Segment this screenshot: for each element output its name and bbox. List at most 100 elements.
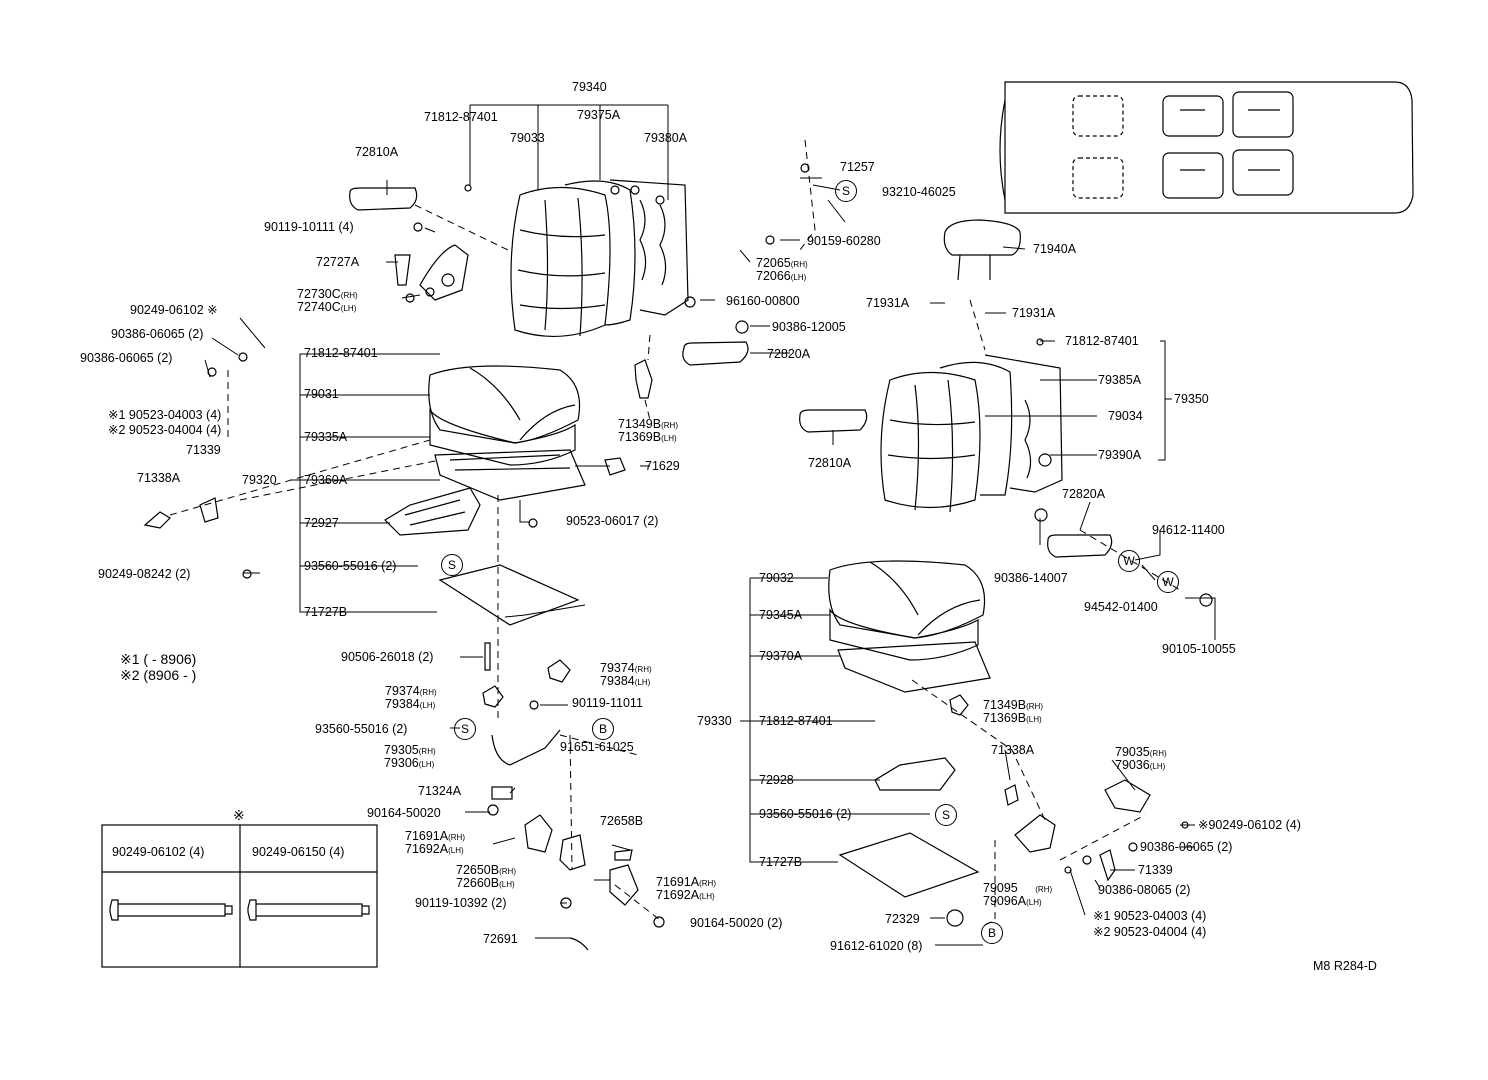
part-label: 72740C(LH) xyxy=(297,300,357,314)
left-recliner-drawing xyxy=(394,244,469,301)
part-label: 79380A xyxy=(644,131,688,145)
part-label: 71349B(RH) xyxy=(618,417,678,431)
part-label: 90506-26018 (2) xyxy=(341,650,434,664)
right-seat-shield-drawing xyxy=(874,757,956,791)
part-label: 94612-11400 xyxy=(1152,523,1225,537)
part-label: 71324A xyxy=(418,784,462,798)
part-label: ※90249-06102 (4) xyxy=(1198,818,1301,832)
right-headrest-drawing xyxy=(943,219,1021,281)
part-label: 72820A xyxy=(1062,487,1106,501)
part-label: 71369B(LH) xyxy=(618,430,677,444)
part-label: 72810A xyxy=(355,145,399,159)
part-label: 72820A xyxy=(767,347,811,361)
part-label: 91612-61020 (8) xyxy=(830,939,923,953)
part-label: 72927 xyxy=(304,516,339,530)
part-label: 72727A xyxy=(316,255,360,269)
part-label: 79305(RH) xyxy=(384,743,436,757)
bolt-table-col1: 90249-06102 (4) xyxy=(112,845,205,859)
part-label: 79035(RH) xyxy=(1115,745,1167,759)
part-label: 72691 xyxy=(483,932,518,946)
part-label: 71257 xyxy=(840,160,875,174)
part-label: 71339 xyxy=(186,443,221,457)
part-label: 71727B xyxy=(304,605,348,619)
left-seat-cushion-drawing xyxy=(428,365,586,501)
part-label: 90249-06102 ※ xyxy=(130,303,218,317)
part-label: 90523-06017 (2) xyxy=(566,514,659,528)
leader-lines xyxy=(204,104,1216,946)
part-label: 71940A xyxy=(1033,242,1077,256)
part-label: 90159-60280 xyxy=(807,234,881,248)
circle-b-symbol: B xyxy=(981,922,1003,944)
right-seatback-drawing xyxy=(880,354,1063,513)
left-small-parts-drawing xyxy=(143,359,653,951)
part-label: 94542-01400 xyxy=(1084,600,1158,614)
part-label: ※2 90523-04004 (4) xyxy=(1093,925,1207,939)
part-label: 93560-55016 (2) xyxy=(315,722,408,736)
part-label: 79360A xyxy=(304,473,348,487)
part-label: 90164-50020 (2) xyxy=(690,916,783,930)
part-label: 71812-87401 xyxy=(1065,334,1139,348)
part-label: 72660B(LH) xyxy=(456,876,515,890)
footer-code: M8 R284-D xyxy=(1313,959,1377,973)
part-label: 71629 xyxy=(645,459,680,473)
part-label: 79330 xyxy=(697,714,732,728)
part-label: 79335A xyxy=(304,430,348,444)
part-label: 71339 xyxy=(1138,863,1173,877)
part-label: 72066(LH) xyxy=(756,269,807,283)
part-label: 79350 xyxy=(1174,392,1209,406)
part-label: 93560-55016 (2) xyxy=(759,807,852,821)
part-label: 79384(LH) xyxy=(385,697,436,711)
bolt-table-header: ※ xyxy=(233,807,245,823)
circle-w-symbol: W xyxy=(1118,550,1140,572)
part-label: 79375A xyxy=(577,108,621,122)
part-label: 71691A(RH) xyxy=(656,875,716,889)
part-label: 71727B xyxy=(759,855,803,869)
part-label: 90386-08065 (2) xyxy=(1098,883,1191,897)
part-label: 71931A xyxy=(866,296,910,310)
part-label: 79370A xyxy=(759,649,803,663)
part-label: 90386-14007 xyxy=(994,571,1068,585)
part-label: 93560-55016 (2) xyxy=(304,559,397,573)
right-floor-mat-drawing xyxy=(838,832,980,898)
part-label: 90105-10055 xyxy=(1162,642,1236,656)
part-label: 71692A(LH) xyxy=(656,888,715,902)
part-label: 93210-46025 xyxy=(882,185,956,199)
part-label: 71812-87401 xyxy=(304,346,378,360)
right-seat-cushion-drawing xyxy=(828,560,991,693)
right-armrest-drawing xyxy=(799,409,1113,558)
part-label: 72810A xyxy=(808,456,852,470)
part-label: 79340 xyxy=(572,80,607,94)
bolt-drawings xyxy=(109,899,370,921)
part-label: 90386-12005 xyxy=(772,320,846,334)
bolt-table-lines xyxy=(101,824,378,968)
part-label: 72730C(RH) xyxy=(297,287,358,301)
part-label: ※2 90523-04004 (4) xyxy=(108,423,222,437)
part-label: 79033 xyxy=(510,131,545,145)
part-label: 71369B(LH) xyxy=(983,711,1042,725)
part-label: 96160-00800 xyxy=(726,294,800,308)
part-label: 79374(RH) xyxy=(600,661,652,675)
part-label: 72658B xyxy=(600,814,644,828)
left-seat-shield-drawing xyxy=(384,487,481,536)
part-label: 71349B(RH) xyxy=(983,698,1043,712)
part-label: 79036(LH) xyxy=(1115,758,1166,772)
part-label: 79390A xyxy=(1098,448,1142,462)
part-label: 90249-08242 (2) xyxy=(98,567,191,581)
circle-b-symbol: B xyxy=(592,718,614,740)
part-label: 79306(LH) xyxy=(384,756,435,770)
left-floor-mat-drawing xyxy=(438,564,580,626)
part-label: 79095 (RH) xyxy=(983,881,1053,895)
small-fastener-circles xyxy=(207,163,1213,928)
part-label: 71812-87401 xyxy=(424,110,498,124)
part-label: 90164-50020 xyxy=(367,806,441,820)
spacer xyxy=(441,446,461,466)
part-label: 71931A xyxy=(1012,306,1056,320)
part-label: 79032 xyxy=(759,571,794,585)
part-label: 72329 xyxy=(885,912,920,926)
part-label: 72928 xyxy=(759,773,794,787)
bolt-table-col2: 90249-06150 (4) xyxy=(252,845,345,859)
circle-s-symbol: S xyxy=(454,718,476,740)
part-label: ※1 90523-04003 (4) xyxy=(1093,909,1207,923)
part-label: 90386-06065 (2) xyxy=(1140,840,1233,854)
